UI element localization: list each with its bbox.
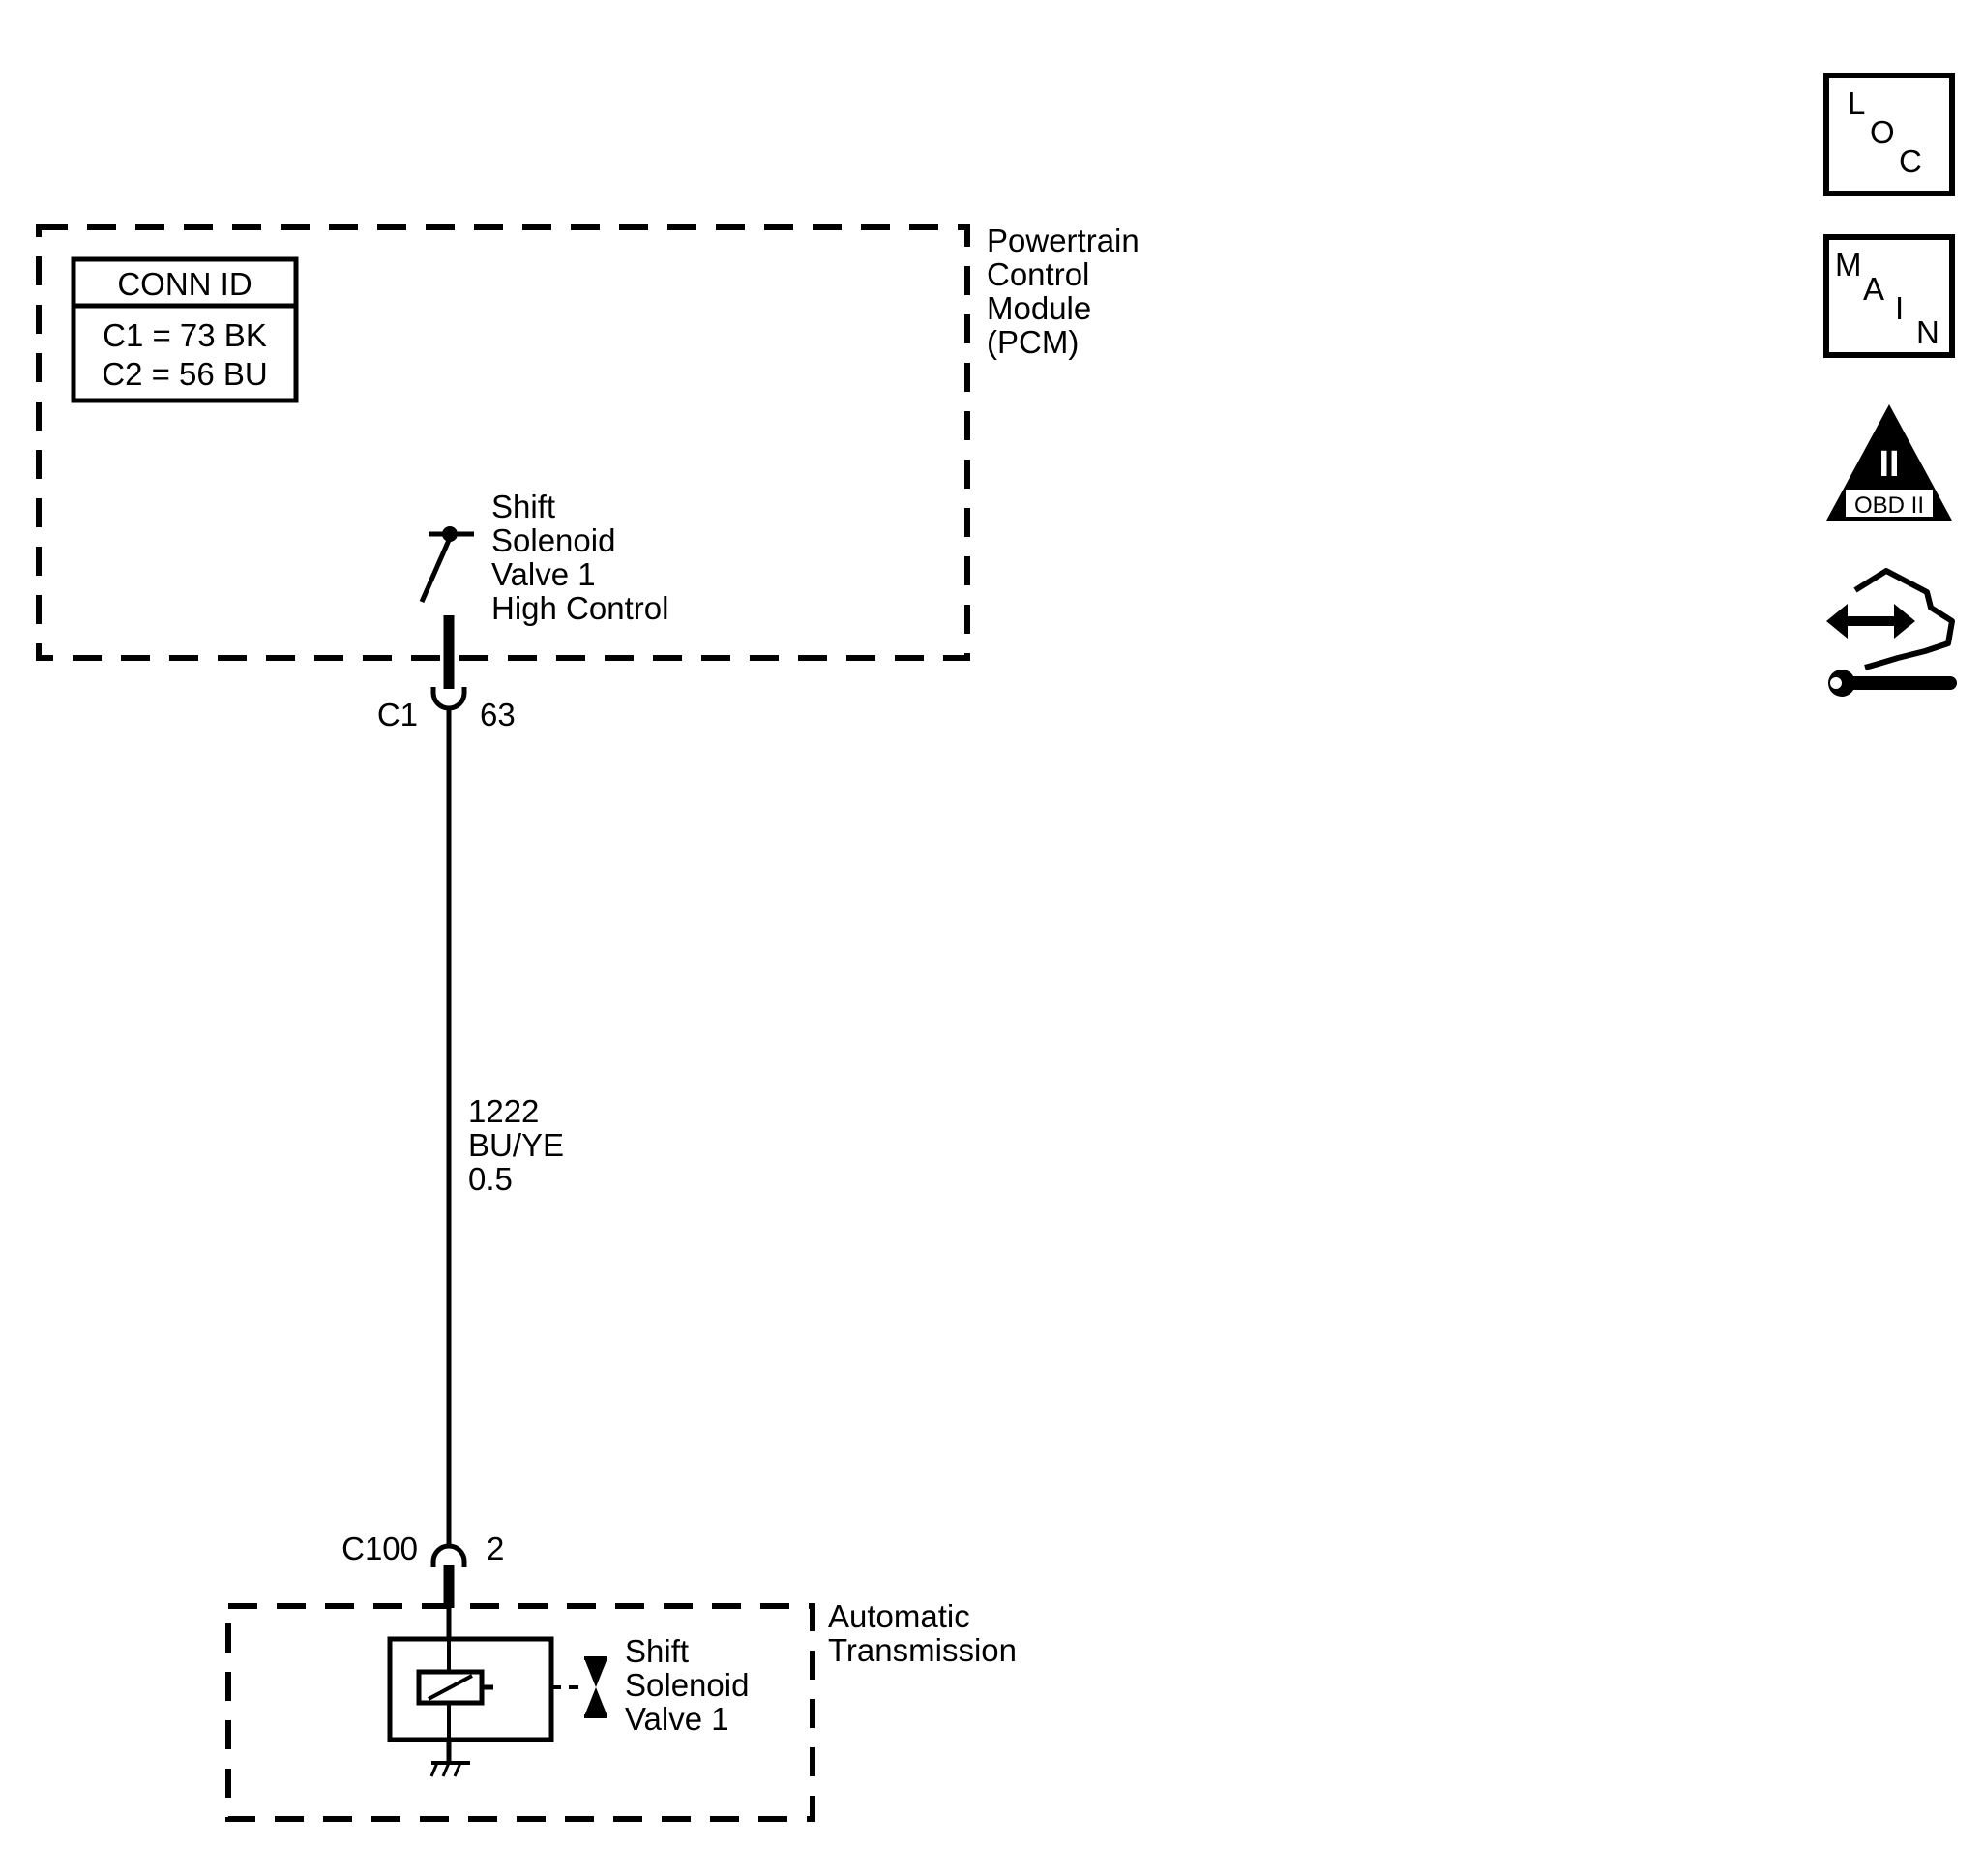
transmission-boundary: [225, 1603, 815, 1822]
location-icon[interactable]: L O C: [1823, 73, 1955, 196]
connector-c1-name: C1: [377, 697, 418, 732]
shift-solenoid-valve-1: [387, 1608, 607, 1777]
connector-c100-name: C100: [341, 1531, 418, 1566]
conn-id-table: CONN ID C1 = 73 BK C2 = 56 BU: [71, 256, 299, 403]
conn-id-row: C2 = 56 BU: [102, 356, 268, 392]
solenoid-label: Shift Solenoid Valve 1: [625, 1633, 758, 1737]
pcm-label: Powertrain Control Module (PCM): [987, 223, 1148, 360]
service-hand-wrench-icon[interactable]: [1826, 568, 1957, 697]
svg-text:I: I: [1895, 290, 1904, 326]
main-icon[interactable]: M A I N: [1823, 234, 1955, 358]
switch-label: Shift Solenoid Valve 1 High Control: [491, 489, 668, 626]
ground-icon: [429, 1740, 470, 1777]
transmission-label: Automatic Transmission: [828, 1598, 1017, 1668]
svg-text:OBD II: OBD II: [1854, 492, 1924, 519]
connector-c100-pin: 2: [487, 1531, 504, 1566]
transmission-module: Automatic Transmission: [225, 1598, 1017, 1822]
conn-id-row: C1 = 73 BK: [103, 317, 267, 353]
pcm-module: Powertrain Control Module (PCM) CONN ID …: [36, 223, 1148, 661]
conn-id-title: CONN ID: [117, 266, 252, 302]
connector-c1: C1 63: [377, 615, 516, 732]
valve-icon: [584, 1656, 607, 1718]
svg-text:L: L: [1848, 85, 1865, 121]
svg-text:M: M: [1835, 247, 1862, 283]
svg-text:A: A: [1863, 271, 1884, 307]
svg-text:N: N: [1916, 314, 1939, 350]
shift-solenoid-high-control-switch: [419, 526, 474, 604]
obd-ii-icon[interactable]: II OBD II: [1826, 404, 1952, 521]
pcm-boundary: [36, 224, 970, 661]
connector-c100: C100 2: [341, 1531, 504, 1608]
wire-label: 1222 BU/YE 0.5: [468, 1093, 573, 1197]
svg-text:C: C: [1899, 143, 1922, 179]
svg-text:O: O: [1870, 114, 1895, 150]
connector-c1-pin: 63: [480, 697, 516, 732]
svg-text:II: II: [1879, 444, 1899, 485]
